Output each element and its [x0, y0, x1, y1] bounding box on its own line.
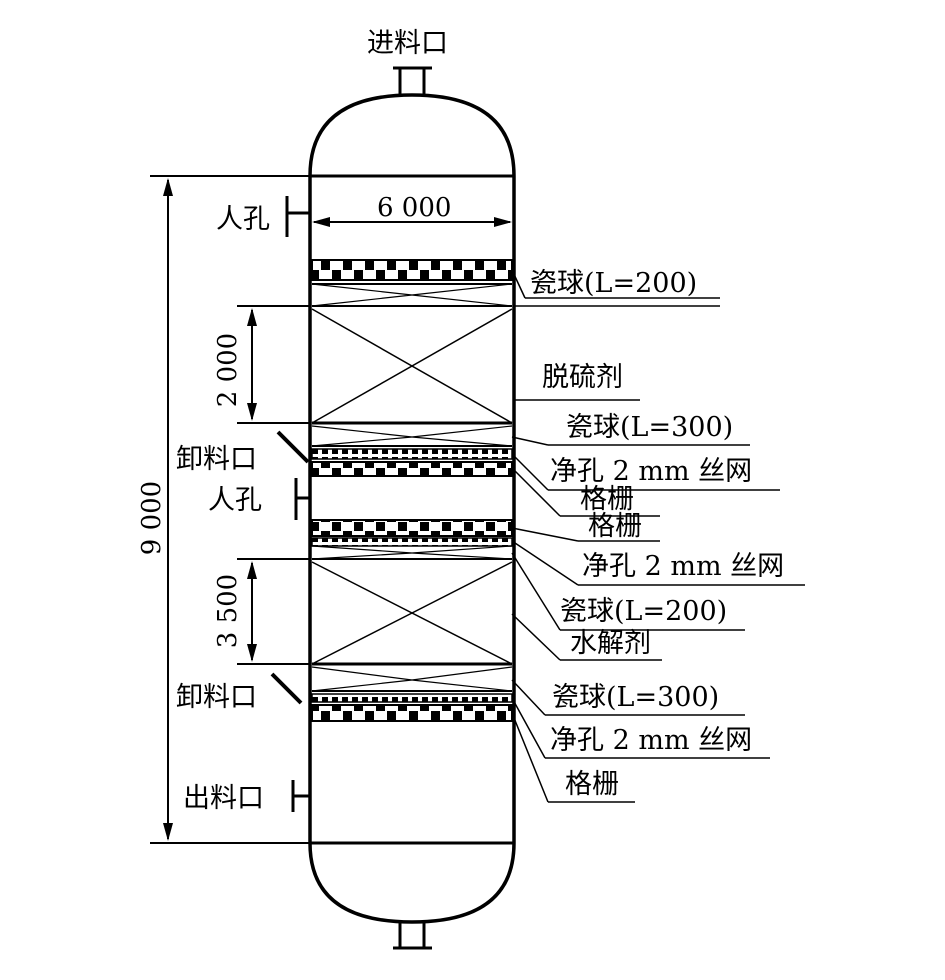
- discharge-upper-label: 卸料口: [176, 444, 257, 475]
- right-label-7: 瓷球(L=200): [560, 596, 727, 627]
- inlet-label: 进料口: [367, 28, 448, 59]
- discharge-pipe-upper: [276, 430, 310, 464]
- outlet-label: 出料口: [183, 783, 264, 814]
- inlet-nozzle: [393, 66, 432, 95]
- right-label-6: 净孔 2 mm 丝网: [582, 551, 784, 582]
- bed2-height-dimension: [237, 558, 310, 665]
- diameter-label: 6 000: [377, 193, 451, 223]
- bottom-nozzle: [393, 922, 432, 950]
- bottom-support-layers: [311, 666, 513, 722]
- discharge-pipe-lower: [270, 672, 303, 705]
- bed2-height-label: 3 500: [213, 574, 243, 648]
- outlet-nozzle: [291, 780, 310, 812]
- right-label-9: 瓷球(L=300): [552, 682, 719, 713]
- ceramic-ball-layer-top: [311, 259, 513, 307]
- right-label-1: 脱硫剂: [542, 362, 623, 393]
- manhole-top-label: 人孔: [216, 204, 270, 235]
- bed1-height-label: 2 000: [213, 333, 243, 407]
- discharge-lower-label: 卸料口: [176, 682, 257, 713]
- total-height-label: 9 000: [137, 481, 167, 555]
- vessel-shell: [308, 93, 516, 924]
- bed1-height-dimension: [237, 305, 310, 424]
- manhole-mid-label: 人孔: [208, 485, 262, 516]
- right-label-4: 格栅: [580, 484, 634, 515]
- right-label-3: 净孔 2 mm 丝网: [550, 456, 752, 487]
- desulfurizer-bed: [311, 308, 513, 425]
- right-label-10: 净孔 2 mm 丝网: [550, 725, 752, 756]
- manhole-top: [285, 196, 310, 237]
- right-label-2: 瓷球(L=300): [566, 412, 733, 443]
- right-label-11: 格栅: [565, 769, 619, 800]
- hydrolysis-bed: [311, 561, 513, 666]
- total-height-dimension: [150, 175, 310, 844]
- diameter-dimension: [312, 217, 512, 227]
- middle-support-layers: [311, 425, 513, 560]
- right-label-0: 瓷球(L=200): [530, 268, 697, 299]
- manhole-mid: [294, 478, 310, 520]
- right-label-5: 格栅: [588, 511, 642, 542]
- right-label-8: 水解剂: [570, 628, 651, 659]
- leader-lines: [511, 269, 805, 803]
